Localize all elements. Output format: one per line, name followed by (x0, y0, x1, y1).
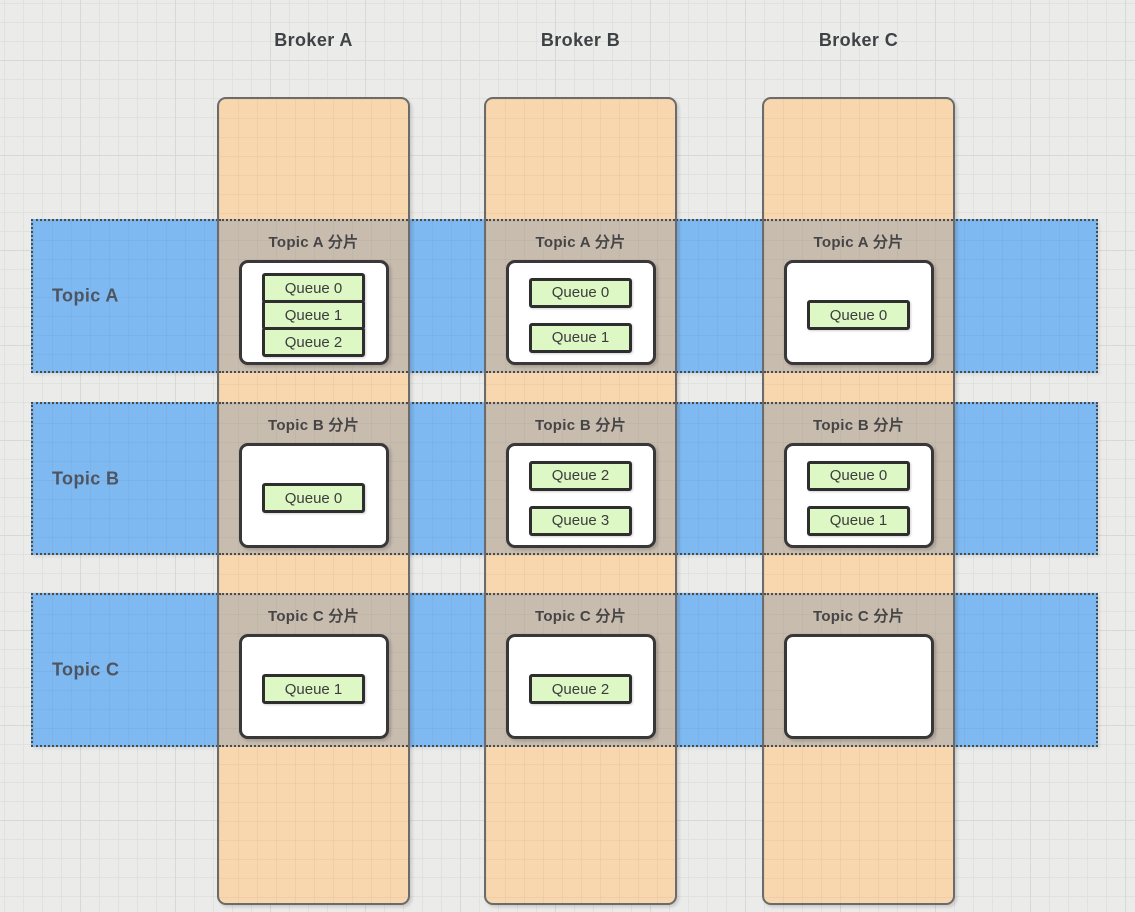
shard-cell-broker-c-topic-a: Topic A 分片 Queue 0 (764, 219, 953, 373)
topic-b-label: Topic B (52, 468, 120, 488)
queue-container: Queue 0 (783, 260, 934, 365)
shard-cell-broker-a-topic-a: Topic A 分片 Queue 0 Queue 1 Queue 2 (219, 219, 408, 373)
queue-box: Queue 3 (529, 505, 632, 536)
queue-box: Queue 1 (262, 674, 365, 704)
shard-title: Topic B 分片 (267, 417, 360, 434)
queue-container: Queue 1 (238, 634, 389, 739)
queue-container-empty (783, 634, 934, 739)
broker-a-title: Broker A (274, 30, 353, 50)
shard-cell-broker-c-topic-c: Topic C 分片 (764, 593, 953, 747)
shard-cell-broker-b-topic-b: Topic B 分片 Queue 2 Queue 3 (486, 402, 675, 555)
queue-container: Queue 0 Queue 1 (783, 443, 934, 548)
queue-box: Queue 1 (529, 322, 632, 353)
shard-title: Topic C 分片 (534, 608, 627, 625)
topic-a-label: Topic A (52, 285, 119, 306)
queue-box: Queue 0 (262, 273, 365, 303)
shard-cell-broker-a-topic-b: Topic B 分片 Queue 0 (219, 402, 408, 555)
queue-container: Queue 0 Queue 1 (505, 260, 656, 365)
queue-box: Queue 0 (807, 460, 910, 491)
queue-container: Queue 2 (505, 634, 656, 739)
shard-title: Topic C 分片 (267, 608, 360, 625)
queue-box: Queue 2 (529, 460, 632, 491)
shard-title: Topic A 分片 (535, 234, 626, 251)
queue-container: Queue 0 (238, 443, 389, 548)
broker-c-title: Broker C (818, 30, 899, 50)
queue-box: Queue 2 (262, 327, 365, 357)
queue-box: Queue 0 (262, 483, 365, 513)
shard-cell-broker-a-topic-c: Topic C 分片 Queue 1 (219, 593, 408, 747)
queue-box: Queue 1 (807, 505, 910, 536)
broker-b-title: Broker B (540, 30, 621, 50)
shard-cell-broker-b-topic-a: Topic A 分片 Queue 0 Queue 1 (486, 219, 675, 373)
shard-title: Topic A 分片 (268, 234, 359, 251)
queue-box: Queue 2 (529, 674, 632, 704)
queue-container: Queue 2 Queue 3 (505, 443, 656, 548)
topic-c-label: Topic C (52, 659, 120, 680)
queue-box: Queue 0 (529, 277, 632, 308)
shard-cell-broker-b-topic-c: Topic C 分片 Queue 2 (486, 593, 675, 747)
queue-box: Queue 0 (807, 300, 910, 330)
queue-container: Queue 0 Queue 1 Queue 2 (238, 260, 389, 365)
shard-title: Topic B 分片 (534, 417, 627, 434)
shard-cell-broker-c-topic-b: Topic B 分片 Queue 0 Queue 1 (764, 402, 953, 555)
shard-title: Topic C 分片 (812, 608, 905, 625)
shard-title: Topic B 分片 (812, 417, 905, 434)
shard-title: Topic A 分片 (813, 234, 904, 251)
queue-box: Queue 1 (262, 300, 365, 330)
